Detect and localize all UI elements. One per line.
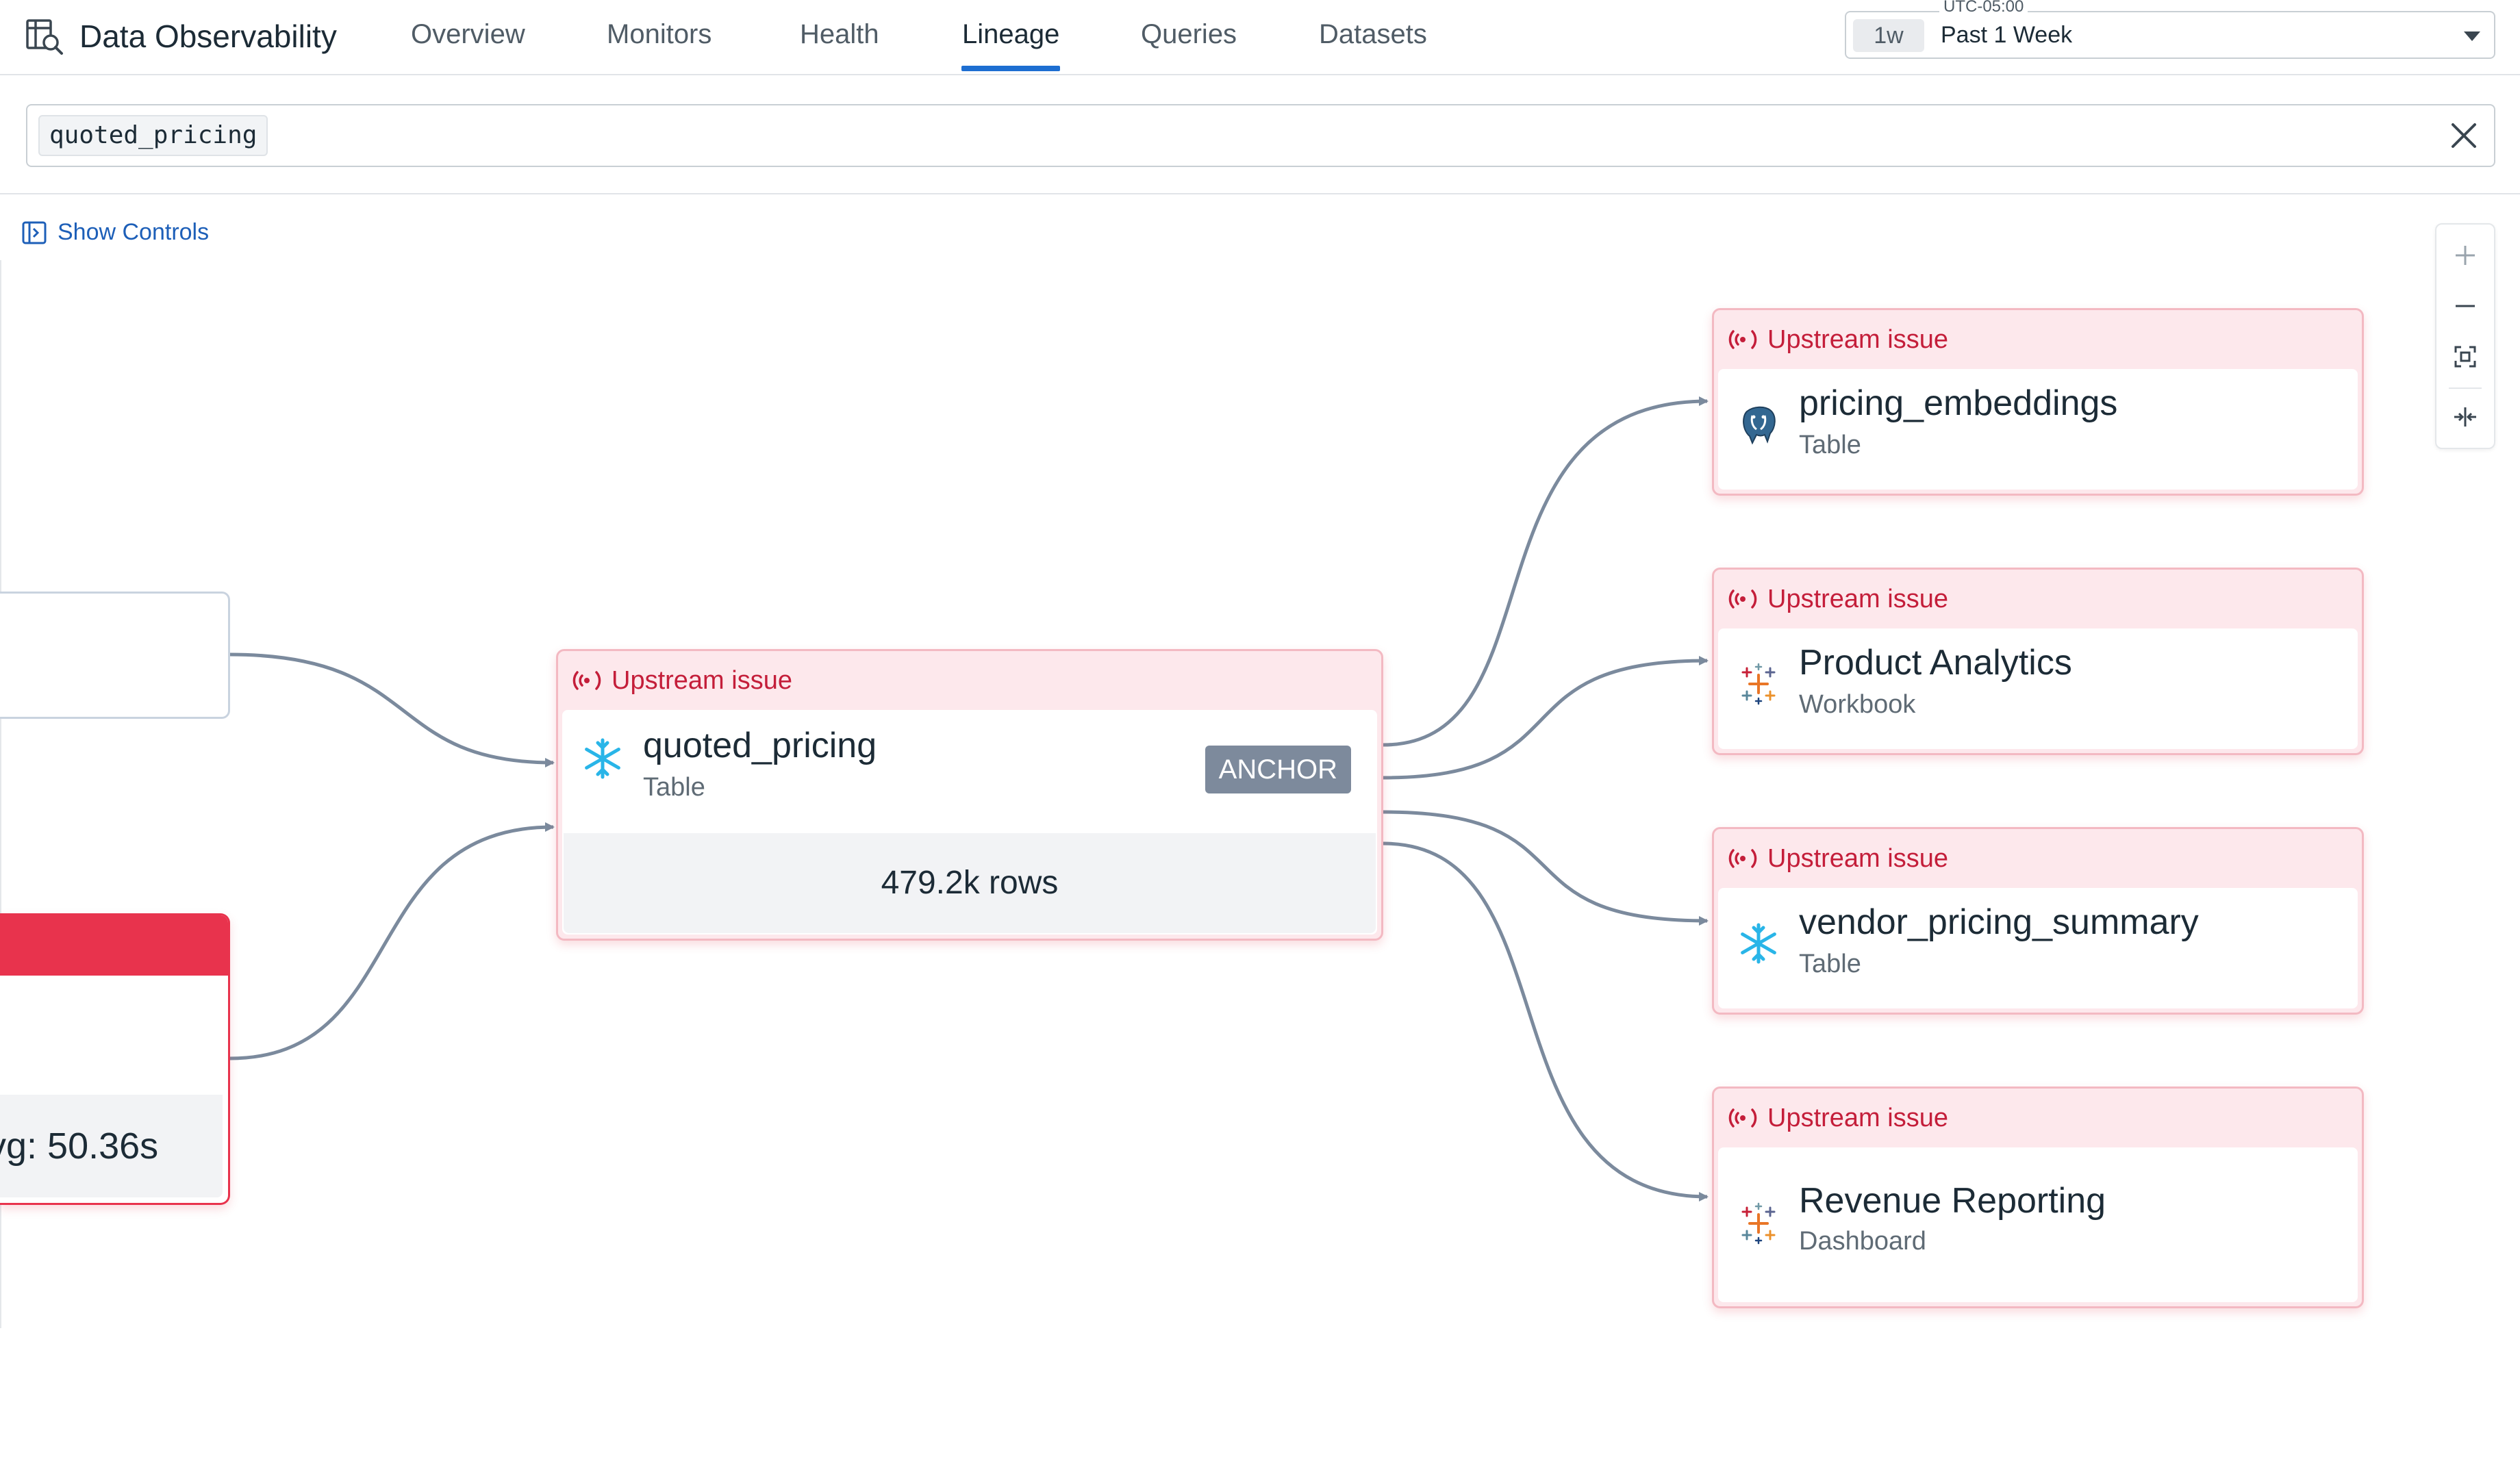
status-label: Upstream issue <box>612 666 792 696</box>
status-label: Upstream issue <box>1767 1104 1948 1133</box>
node-status-header: Upstream issue <box>558 651 1381 710</box>
node-name: vendor_pricing_summary <box>1799 902 2199 943</box>
node-name: Product Analytics <box>1799 642 2072 683</box>
postgres-icon <box>1737 403 1780 446</box>
node-type: Table <box>1799 431 1861 460</box>
status-label: Upstream issue <box>1767 844 1948 874</box>
anchor-badge: ANCHOR <box>1205 746 1351 793</box>
edge-to-vendor-pricing-summary <box>1383 812 1707 921</box>
node-status-header: Upstream issue <box>1714 829 2362 888</box>
snowflake-icon <box>1737 922 1780 965</box>
upstream-issue-icon <box>1728 584 1758 614</box>
node-name: quoted_pricing <box>643 725 877 766</box>
edge-to-revenue-reporting <box>1383 843 1707 1197</box>
avg-duration-metric: vg: 50.36s <box>0 1125 158 1167</box>
tableau-icon <box>1737 1202 1780 1245</box>
status-label: Upstream issue <box>1767 325 1948 355</box>
downstream-node-pricing-embeddings[interactable]: Upstream issue pricing_embeddings Table <box>1712 308 2364 496</box>
node-status-header: Upstream issue <box>1714 310 2362 369</box>
downstream-node-vendor-pricing-summary[interactable]: Upstream issue vendor_pricing_summary Ta… <box>1712 827 2364 1015</box>
fit-view-button[interactable] <box>2436 333 2494 381</box>
divider <box>2449 387 2482 389</box>
node-name: Revenue Reporting <box>1799 1180 2106 1221</box>
zoom-out-button[interactable] <box>2436 282 2494 330</box>
node-status-header: Upstream issue <box>1714 570 2362 628</box>
status-label: Upstream issue <box>1767 585 1948 614</box>
node-body: Revenue Reporting Dashboard <box>1718 1147 2358 1302</box>
edge-to-pricing-embeddings <box>1383 401 1707 745</box>
node-type: Table <box>643 773 705 802</box>
error-header <box>0 915 228 976</box>
snowflake-icon <box>581 737 624 780</box>
node-type: Workbook <box>1799 690 1915 720</box>
collapse-button[interactable] <box>2436 393 2494 441</box>
node-name: pricing_embeddings <box>1799 383 2117 424</box>
edge-upstream-1 <box>229 655 553 763</box>
upstream-issue-icon <box>1728 1103 1758 1133</box>
node-body: Product Analytics Workbook <box>1718 628 2358 749</box>
collapse-icon <box>2452 403 2479 431</box>
minus-icon <box>2452 292 2479 320</box>
downstream-node-revenue-reporting[interactable]: Upstream issue Revenue Reporting Das <box>1712 1087 2364 1308</box>
node-type: Table <box>1799 950 1861 979</box>
node-body: vendor_pricing_summary Table <box>1718 888 2358 1008</box>
fit-view-icon <box>2452 343 2479 370</box>
upstream-issue-icon <box>1728 325 1758 355</box>
upstream-issue-icon <box>572 665 602 696</box>
tableau-icon <box>1737 663 1780 705</box>
node-type: Dashboard <box>1799 1227 1926 1256</box>
edge-to-product-analytics <box>1383 661 1707 778</box>
node-body: pricing_embeddings Table <box>1718 369 2358 490</box>
zoom-in-button[interactable] <box>2436 231 2494 279</box>
anchor-node[interactable]: Upstream issue quoted_pricing Table ANCH… <box>556 649 1383 941</box>
node-status-header: Upstream issue <box>1714 1089 2362 1147</box>
row-count: 479.2k rows <box>564 833 1376 933</box>
zoom-controls <box>2435 223 2495 449</box>
upstream-node-1[interactable] <box>0 592 230 719</box>
downstream-node-product-analytics[interactable]: Upstream issue Product Analytics Wor <box>1712 568 2364 755</box>
upstream-node-2[interactable]: vg: 50.36s <box>0 913 230 1205</box>
upstream-issue-icon <box>1728 843 1758 874</box>
edge-upstream-2 <box>229 827 553 1058</box>
plus-icon <box>2452 242 2479 269</box>
